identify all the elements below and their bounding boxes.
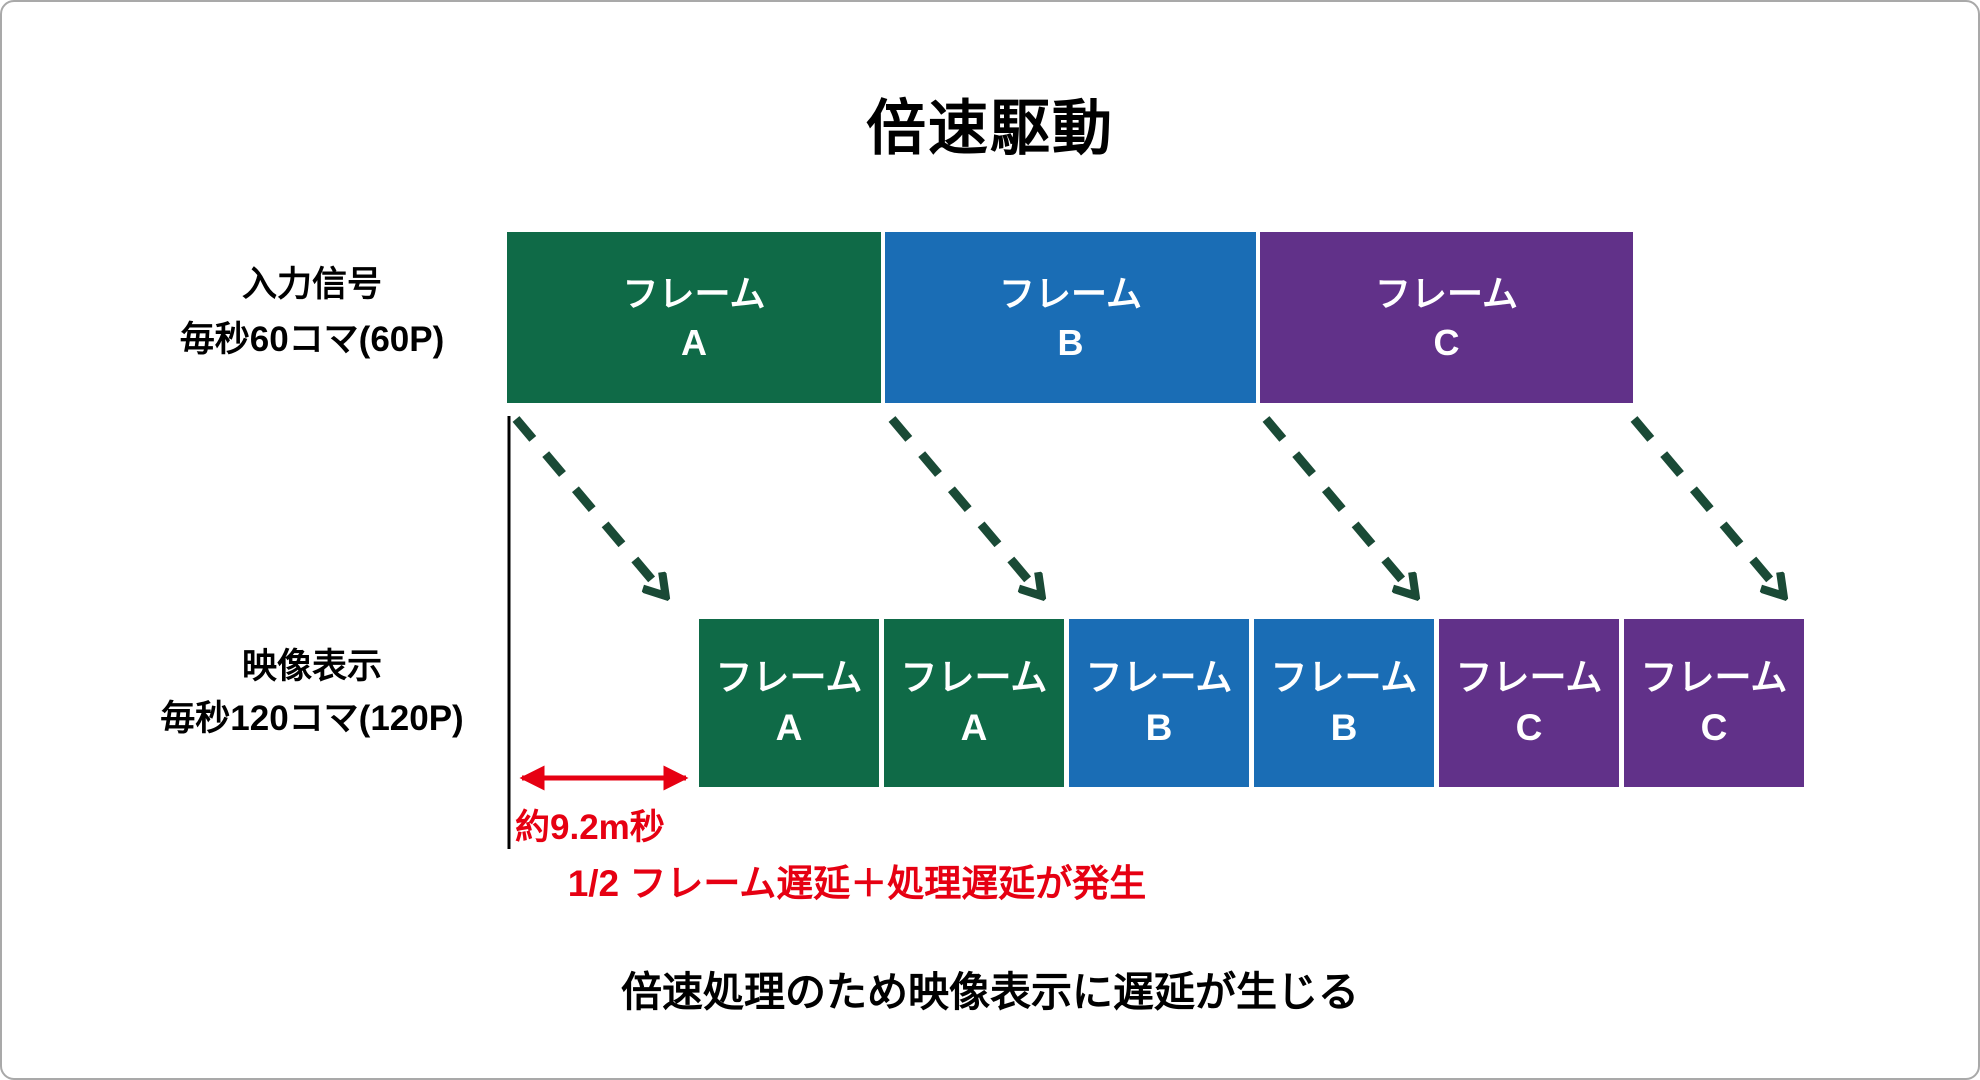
input-frame-c: フレーム C (1260, 232, 1633, 403)
input-frame-b-label: フレーム (999, 272, 1142, 314)
input-frame-a-label: フレーム (622, 272, 766, 314)
output-frame-b1-label: フレーム (1085, 657, 1233, 698)
delay-measure-label: 約9.2m秒 (515, 808, 665, 847)
output-frame-b2: フレーム B (1254, 619, 1434, 787)
output-frame-a1: フレーム A (699, 619, 879, 787)
video-display-label: 映像表示 毎秒120コマ(120P) (102, 641, 522, 745)
page-title: 倍速駆動 (866, 95, 1114, 162)
dashed-arrow-frame-c-end (1630, 416, 1782, 594)
output-frame-b1: フレーム B (1069, 619, 1249, 787)
output-frame-c2: フレーム C (1624, 619, 1804, 787)
input-signal-label: 入力信号 毎秒60コマ(60P) (102, 257, 522, 367)
output-frame-a2-label: フレーム (900, 657, 1048, 698)
output-frame-b2-label: フレーム (1270, 657, 1418, 698)
dashed-arrow-frame-c (1262, 416, 1414, 594)
output-frame-a2-id: A (960, 707, 988, 748)
output-frame-c1: フレーム C (1439, 619, 1619, 787)
output-frame-a1-label: フレーム (715, 657, 863, 698)
output-frame-b2-id: B (1330, 707, 1358, 748)
output-frame-a2: フレーム A (884, 619, 1064, 787)
input-frame-a: フレーム A (507, 232, 881, 403)
output-frame-c2-label: フレーム (1640, 657, 1788, 698)
dashed-arrow-frame-b (888, 416, 1040, 594)
output-frame-c1-id: C (1515, 707, 1543, 748)
input-frame-b: フレーム B (885, 232, 1256, 403)
input-frame-c-id: C (1433, 321, 1460, 363)
output-frame-a1-id: A (775, 707, 803, 748)
delay-description-label: 1/2 フレーム遅延＋処理遅延が発生 (567, 863, 1147, 904)
dashed-arrow-frame-a (512, 416, 664, 594)
output-frame-b1-id: B (1145, 707, 1173, 748)
output-frame-c1-label: フレーム (1455, 657, 1603, 698)
input-frame-a-id: A (681, 321, 707, 363)
input-frame-b-id: B (1057, 321, 1084, 363)
video-display-label-line2: 毎秒120コマ(120P) (160, 699, 464, 738)
input-signal-label-line1: 入力信号 (241, 265, 382, 304)
video-display-label-line1: 映像表示 (241, 647, 382, 686)
bottom-caption: 倍速処理のため映像表示に遅延が生じる (621, 969, 1359, 1015)
input-signal-label-line2: 毎秒60コマ(60P) (179, 320, 445, 359)
output-frame-c2-id: C (1700, 707, 1728, 748)
input-frame-c-label: フレーム (1375, 272, 1518, 314)
